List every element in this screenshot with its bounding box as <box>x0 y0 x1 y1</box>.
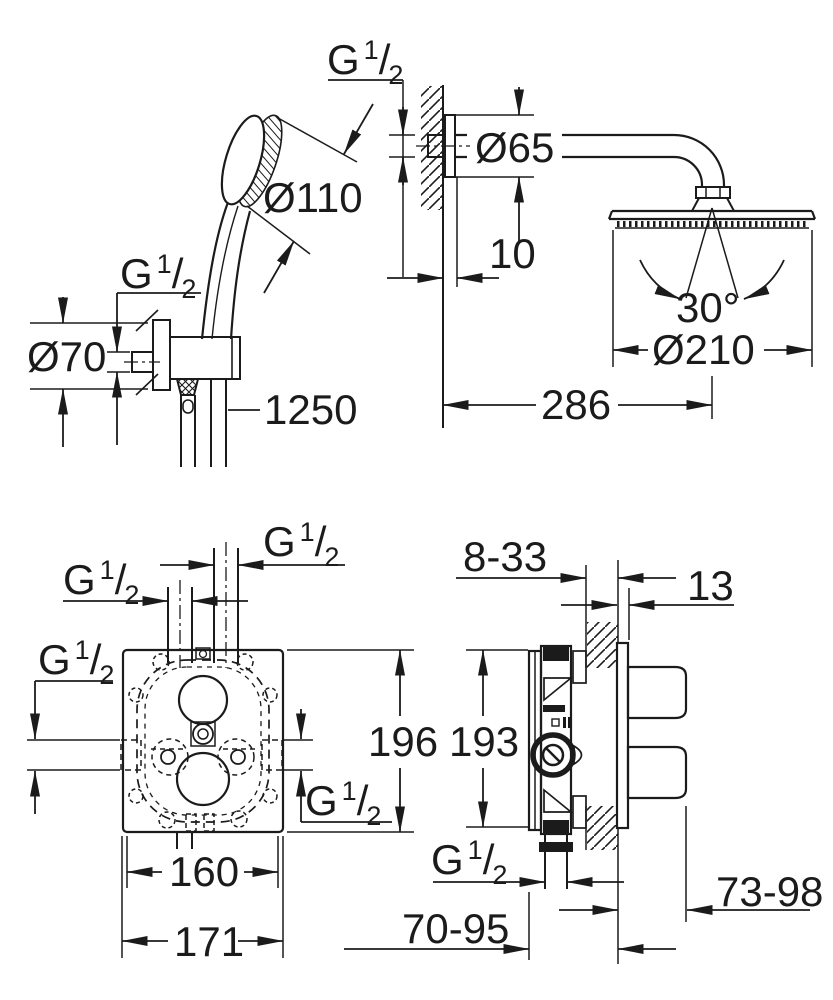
dim-box-height: 196 <box>368 718 438 765</box>
dim-finished-wall-range: 8-33 <box>463 533 547 580</box>
shower-head-body <box>220 114 266 206</box>
dim-holder-escutcheon-diameter: Ø70 <box>27 333 106 380</box>
lower-port <box>175 751 231 807</box>
wall-hatch <box>421 86 443 210</box>
valve-side-figure <box>527 560 688 964</box>
dim-arm-offset: 10 <box>489 230 536 277</box>
hose-nut <box>175 378 200 396</box>
dim-inner-width: 160 <box>169 848 239 895</box>
valve-cartridge <box>530 732 576 778</box>
dim-hand-shower-diameter: Ø110 <box>263 174 363 221</box>
hand-shower-figure <box>200 114 283 340</box>
dim-swivel-angle: 30° <box>676 284 740 331</box>
dim-arm-escutcheon-diameter: Ø65 <box>475 124 554 171</box>
dim-handle-projection-range: 73-98 <box>716 868 823 915</box>
wall-hatch-bottom <box>587 806 618 850</box>
dim-body-recess-range: 70-95 <box>402 905 509 952</box>
head-shower-figure <box>416 85 817 428</box>
arm-escutcheon <box>444 114 456 178</box>
lower-handle <box>626 745 688 800</box>
holder-escutcheon <box>152 319 171 391</box>
wall-hatch-top <box>587 622 618 668</box>
dim-body-height: 193 <box>449 718 519 765</box>
shower-arm <box>455 133 726 187</box>
dim-trim-plate-thickness: 13 <box>687 562 734 609</box>
upper-handle <box>626 665 688 720</box>
dim-arm-projection: 286 <box>541 381 611 428</box>
dim-head-diameter: Ø210 <box>652 326 755 373</box>
trim-plate <box>615 641 630 830</box>
valve-front-figure <box>120 542 285 849</box>
dim-hose-length: 1250 <box>264 386 357 433</box>
dim-outer-width: 171 <box>174 918 244 965</box>
wall-holder-figure <box>124 309 241 467</box>
upper-port <box>177 674 229 726</box>
holder-body <box>169 336 241 380</box>
